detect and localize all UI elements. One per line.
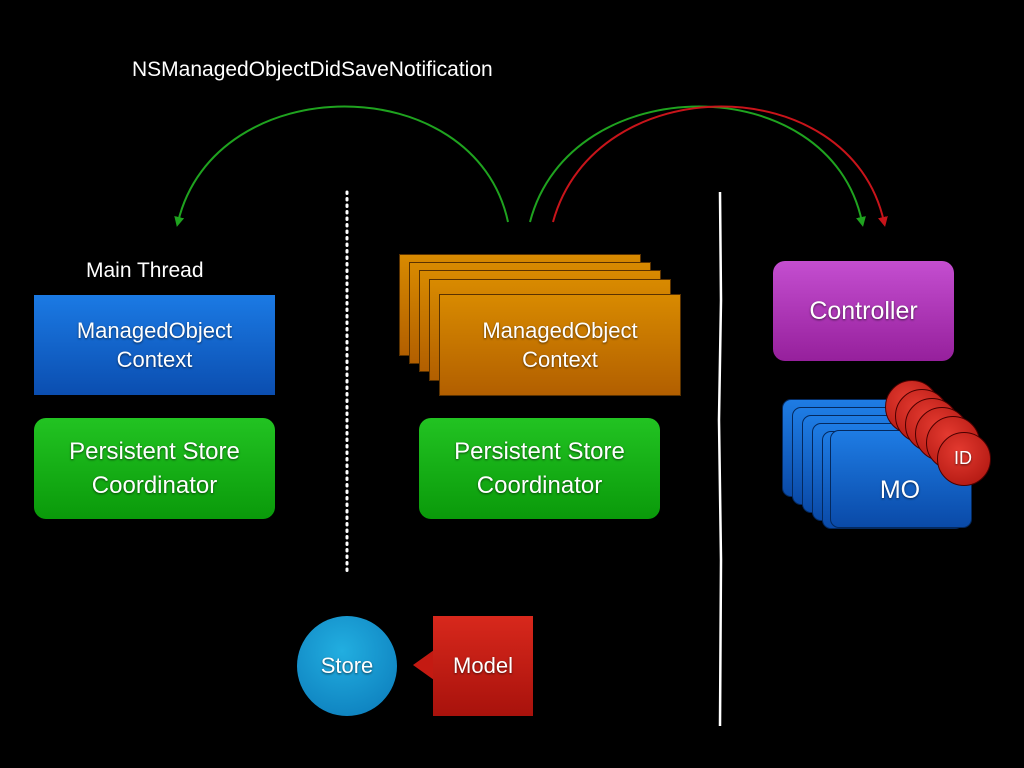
background-coordinator-line1: Persistent Store [454, 437, 625, 465]
main-context-line2: Context [116, 347, 193, 372]
background-managed-object-context [439, 294, 681, 396]
main-context-line1: ManagedObject [76, 318, 233, 343]
main-thread-label: Main Thread [86, 259, 204, 282]
background-context-line2: Context [522, 347, 598, 372]
object-id-label: ID [954, 447, 972, 468]
background-persistent-store-coordinator: Persistent Store Coordinator [419, 418, 660, 519]
notification-label: NSManagedObjectDidSaveNotification [132, 58, 493, 81]
main-managed-object-context: ManagedObject Context [34, 295, 275, 395]
controller-box: Controller [773, 261, 954, 361]
background-context-line1: ManagedObject [482, 318, 638, 343]
model-box: Model [433, 616, 533, 716]
thread-divider-solid [717, 191, 723, 727]
main-coordinator-line1: Persistent Store [69, 437, 240, 465]
main-persistent-store-coordinator: Persistent Store Coordinator [34, 418, 275, 519]
background-context-label: ManagedObject Context [440, 295, 680, 395]
store-circle: Store [297, 616, 397, 716]
background-coordinator-line2: Coordinator [476, 471, 603, 499]
arrow-to-controller-red [552, 105, 888, 227]
managed-object-label: MO [879, 475, 921, 504]
main-coordinator-line2: Coordinator [91, 471, 218, 499]
arrow-to-main-context [174, 105, 509, 227]
object-id-circle [937, 432, 991, 486]
